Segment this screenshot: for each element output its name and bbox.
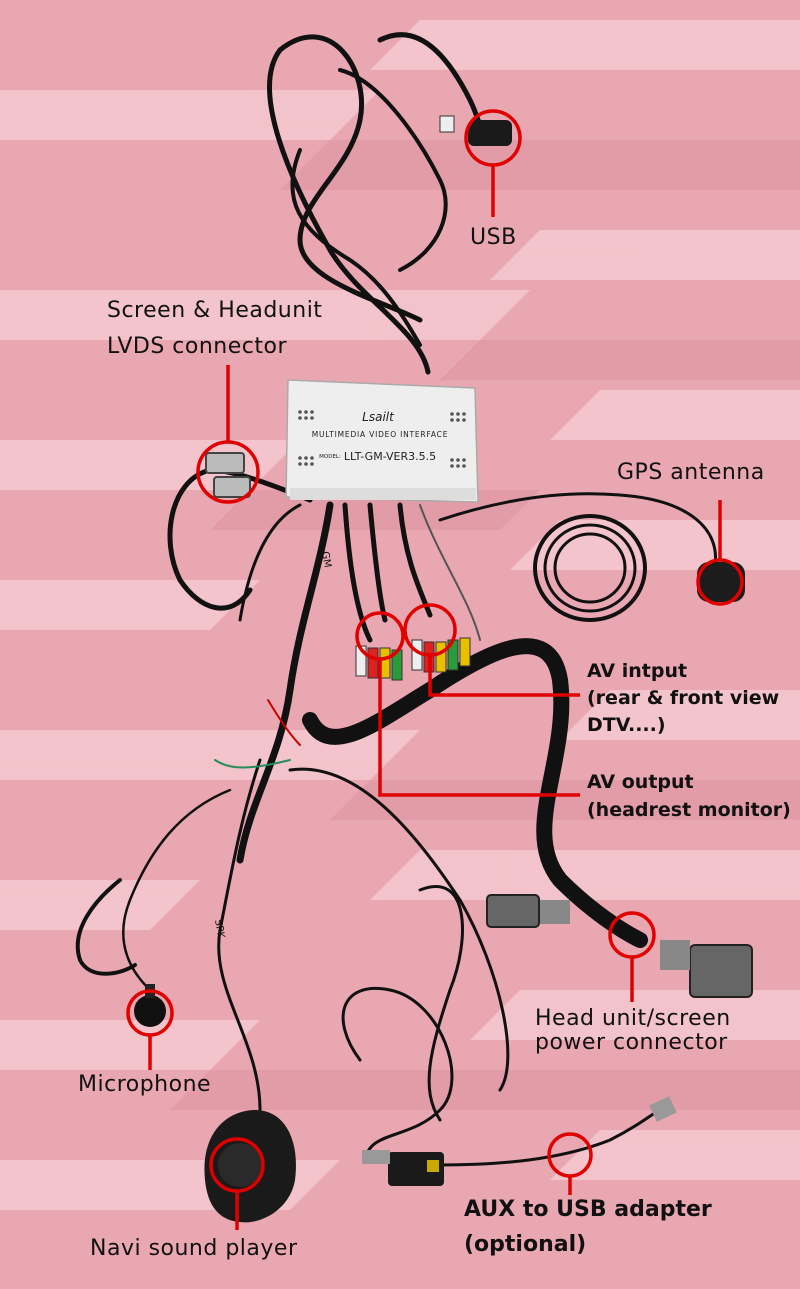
device-brand: Lsailt: [362, 410, 395, 424]
usb-cable: [267, 34, 431, 375]
power-label-line2: power connector: [535, 1030, 728, 1055]
av-input-label-line1: AV intput: [587, 660, 688, 682]
gps-antenna: [697, 562, 745, 602]
device-subtitle: MULTIMEDIA VIDEO INTERFACE: [312, 430, 449, 439]
spk-tag: SPK: [212, 919, 226, 940]
power-label-line1: Head unit/screen: [535, 1006, 731, 1031]
speaker-device: [204, 1110, 296, 1223]
navi-label: Navi sound player: [90, 1236, 298, 1261]
power-harness: [302, 638, 648, 948]
microphone-cable: [122, 788, 232, 992]
aux-adapter: [362, 1096, 677, 1186]
av-input-label-line2: (rear & front view: [587, 687, 780, 709]
aux-label-line2: (optional): [464, 1232, 587, 1257]
aux-cable: [288, 767, 510, 1092]
gm-tag: GM: [319, 551, 333, 569]
gps-cable-coil: [533, 514, 647, 622]
usb-label: USB: [470, 225, 517, 250]
device-model-prefix: MODEL:: [319, 454, 341, 460]
gps-label: GPS antenna: [617, 460, 765, 485]
power-connectors: [486, 894, 753, 998]
gps-cable: [438, 492, 718, 567]
lvds-label-line2: LVDS connector: [107, 334, 287, 359]
av-output-label-line1: AV output: [587, 771, 694, 793]
interface-box: Lsailt MULTIMEDIA VIDEO INTERFACE MODEL:…: [285, 379, 479, 503]
device-model: LLT-GM-VER3.5.5: [344, 450, 436, 463]
lvds-connectors: [205, 452, 251, 498]
speaker-cable: [217, 758, 262, 1112]
lvds-label-line1: Screen & Headunit: [107, 298, 323, 323]
callout-lines: [126, 109, 744, 1230]
main-harness: [236, 501, 334, 864]
av-input-label-line3: DTV....): [587, 714, 666, 736]
av-output-label-line2: (headrest monitor): [587, 799, 791, 821]
aux-label-line1: AUX to USB adapter: [464, 1197, 712, 1222]
usb-connector: [439, 115, 512, 146]
microphone-label: Microphone: [78, 1072, 212, 1097]
